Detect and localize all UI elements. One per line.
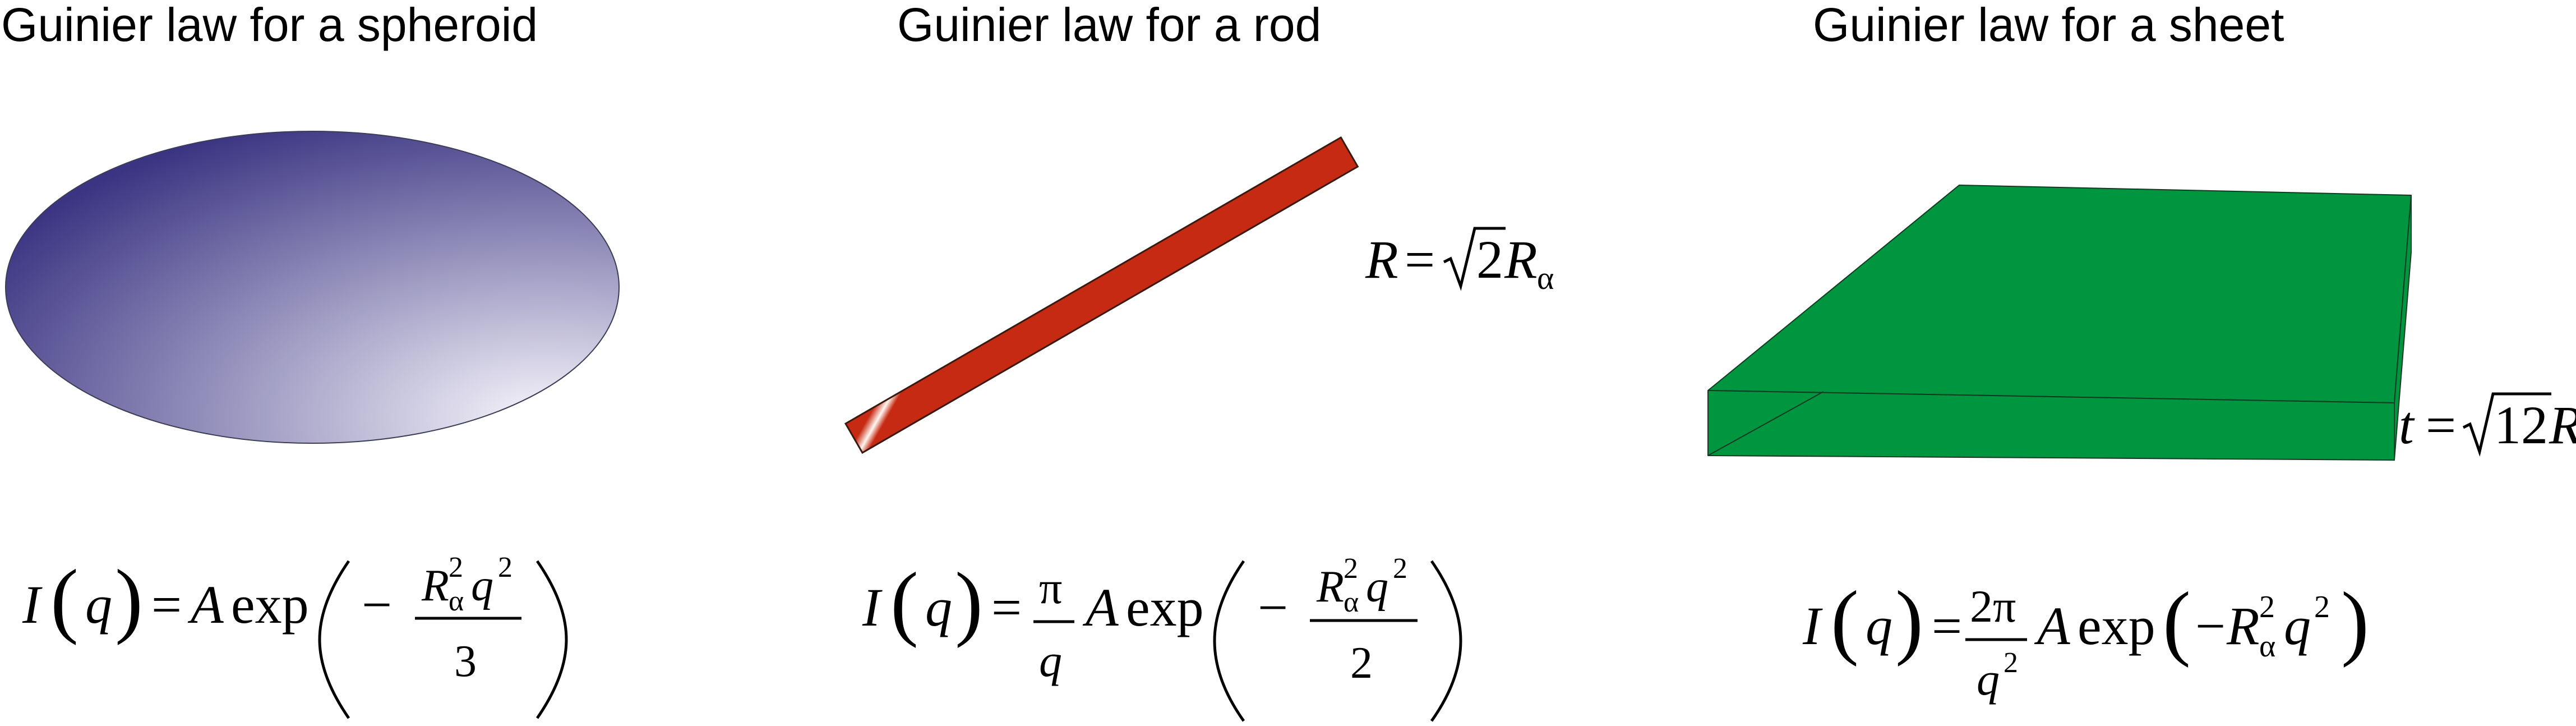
svg-text:q: q: [85, 575, 112, 635]
svg-text:2: 2: [1393, 553, 1407, 585]
svg-text:A: A: [1082, 577, 1119, 637]
svg-text:q: q: [2284, 596, 2311, 656]
svg-text:=: =: [991, 577, 1022, 637]
svg-text:=: =: [151, 575, 182, 635]
paren-right: ): [1895, 574, 1923, 667]
svg-text:2: 2: [1350, 638, 1373, 688]
svg-text:2: 2: [449, 552, 463, 583]
rod-title: Guinier law for a rod: [897, 0, 1322, 51]
svg-text:12: 12: [2494, 395, 2548, 455]
svg-text:−: −: [362, 575, 392, 635]
svg-text:2: 2: [2003, 647, 2018, 679]
svg-text:q: q: [1866, 596, 1892, 656]
paren-right: ): [955, 555, 983, 649]
svg-text:3: 3: [454, 637, 477, 686]
svg-text:I: I: [1802, 596, 1823, 656]
spheroid-panel: Guinier law for a spheroid I ( q ) = A e…: [0, 0, 650, 726]
svg-text:q: q: [1977, 654, 2000, 705]
sheet-thickness-label: t = 12 R α: [2399, 392, 2576, 457]
sheet-formula: I ( q ) = 2π q 2 A exp ( − R 2 α q 2 ): [1802, 574, 2369, 705]
svg-text:q: q: [471, 561, 493, 610]
svg-text:=: =: [1405, 229, 1435, 290]
svg-text:R: R: [1316, 562, 1344, 612]
svg-text:−: −: [2195, 596, 2226, 656]
sheet-icon: [1707, 185, 2412, 461]
svg-text:2: 2: [498, 552, 513, 583]
svg-text:exp: exp: [231, 575, 309, 635]
svg-text:I: I: [22, 575, 43, 635]
rod-formula: I ( q ) = π q A exp − R 2 α q 2 2: [862, 553, 1462, 722]
svg-text:A: A: [2034, 596, 2070, 656]
rod-radius-label: R = 2 R α: [1365, 227, 1554, 296]
svg-text:2: 2: [2259, 590, 2275, 624]
svg-text:−: −: [1258, 577, 1288, 637]
svg-text:exp: exp: [2078, 596, 2155, 656]
svg-text:α: α: [2259, 629, 2275, 664]
spheroid-title: Guinier law for a spheroid: [1, 0, 538, 51]
svg-text:π: π: [1039, 562, 1062, 613]
spheroid-icon: [5, 131, 620, 444]
svg-text:R: R: [421, 561, 449, 610]
svg-text:I: I: [862, 577, 883, 637]
svg-text:t: t: [2399, 395, 2415, 455]
svg-text:α: α: [449, 585, 464, 617]
svg-text:R: R: [1365, 229, 1398, 290]
svg-text:q: q: [1366, 562, 1388, 612]
svg-text:exp: exp: [1126, 577, 1204, 637]
svg-text:A: A: [187, 575, 224, 635]
svg-text:q: q: [1039, 635, 1062, 686]
paren-left: (: [890, 555, 918, 649]
svg-text:2π: 2π: [1970, 581, 2016, 632]
svg-text:R: R: [1504, 229, 1538, 290]
svg-text:2: 2: [2314, 590, 2330, 624]
paren-left: (: [50, 553, 79, 646]
svg-text:R: R: [2226, 596, 2260, 656]
svg-text:α: α: [1344, 586, 1359, 618]
paren-left: (: [1831, 574, 1859, 667]
paren-right: ): [2341, 575, 2369, 668]
spheroid-formula: I ( q ) = A exp − R 2 α q 2 3: [22, 552, 568, 719]
sheet-title: Guinier law for a sheet: [1813, 0, 2284, 51]
rod-icon: [844, 136, 1359, 454]
paren-left: (: [2163, 575, 2191, 668]
svg-text:2: 2: [1344, 553, 1358, 585]
svg-text:q: q: [925, 577, 952, 637]
svg-text:2: 2: [1476, 229, 1503, 290]
sheet-panel: Guinier law for a sheet t = 12 R α I ( q…: [1682, 0, 2576, 726]
svg-text:=: =: [2426, 395, 2456, 455]
svg-text:α: α: [1537, 260, 1554, 296]
svg-text:R: R: [2549, 395, 2576, 455]
svg-text:=: =: [1932, 596, 1962, 656]
rod-panel: Guinier law for a rod R = 2 R α I ( q ) …: [813, 0, 1621, 726]
paren-right: ): [115, 553, 143, 646]
